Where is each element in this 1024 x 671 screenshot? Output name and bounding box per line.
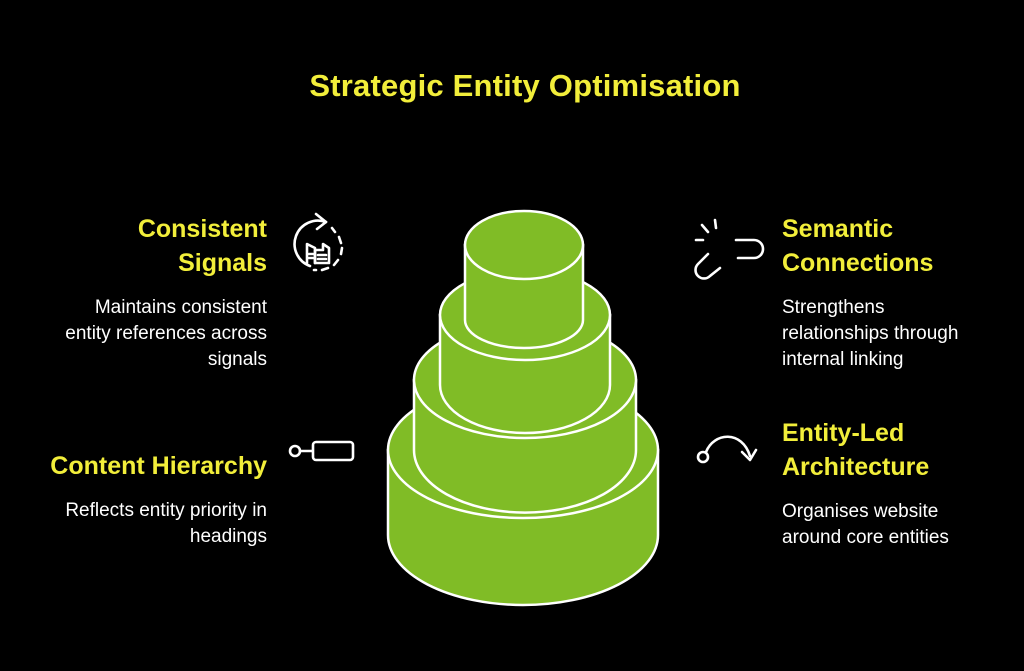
diagram-title: Strategic Entity Optimisation <box>309 68 741 103</box>
desc-line: headings <box>189 526 267 547</box>
heading-line: Entity-Led <box>782 419 905 447</box>
desc-line: relationships through <box>782 323 959 344</box>
desc-line: signals <box>207 349 267 370</box>
heading-line: Connections <box>782 249 934 277</box>
item-consistent-signals: Consistent Signals Maintains consistent … <box>7 212 267 373</box>
desc-line: Maintains consistent <box>94 297 267 318</box>
item-description: Strengthens relationships through intern… <box>782 295 1012 373</box>
item-description: Maintains consistent entity references a… <box>7 295 267 373</box>
heading-line: Content Hierarchy <box>50 452 267 480</box>
broken-link-icon <box>694 218 765 280</box>
item-entity-led-architecture: Entity-Led Architecture Organises websit… <box>782 416 1012 551</box>
heading-line: Consistent <box>137 215 267 243</box>
desc-line: Organises website <box>782 501 939 522</box>
heading-line: Architecture <box>782 453 930 481</box>
item-heading: Content Hierarchy <box>7 449 267 483</box>
desc-line: entity references across <box>65 323 267 344</box>
item-description: Organises website around core entities <box>782 499 1012 551</box>
item-heading: Consistent Signals <box>7 212 267 280</box>
cake-tier-1 <box>463 209 585 350</box>
stacked-cake-graphic <box>386 209 660 607</box>
item-semantic-connections: Semantic Connections Strengthens relatio… <box>782 212 1012 373</box>
item-content-hierarchy: Content Hierarchy Reflects entity priori… <box>7 449 267 550</box>
cycle-arrow-building-icon <box>293 212 344 272</box>
item-description: Reflects entity priority in headings <box>7 498 267 550</box>
desc-line: around core entities <box>782 527 949 548</box>
desc-line: internal linking <box>782 349 904 370</box>
desc-line: Strengthens <box>782 297 885 318</box>
heading-line: Semantic <box>782 215 894 243</box>
curved-arrow-icon <box>696 435 758 464</box>
item-heading: Semantic Connections <box>782 212 1012 280</box>
tag-node-icon <box>288 440 355 462</box>
desc-line: Reflects entity priority in <box>65 500 267 521</box>
item-heading: Entity-Led Architecture <box>782 416 1012 484</box>
heading-line: Signals <box>178 249 267 277</box>
